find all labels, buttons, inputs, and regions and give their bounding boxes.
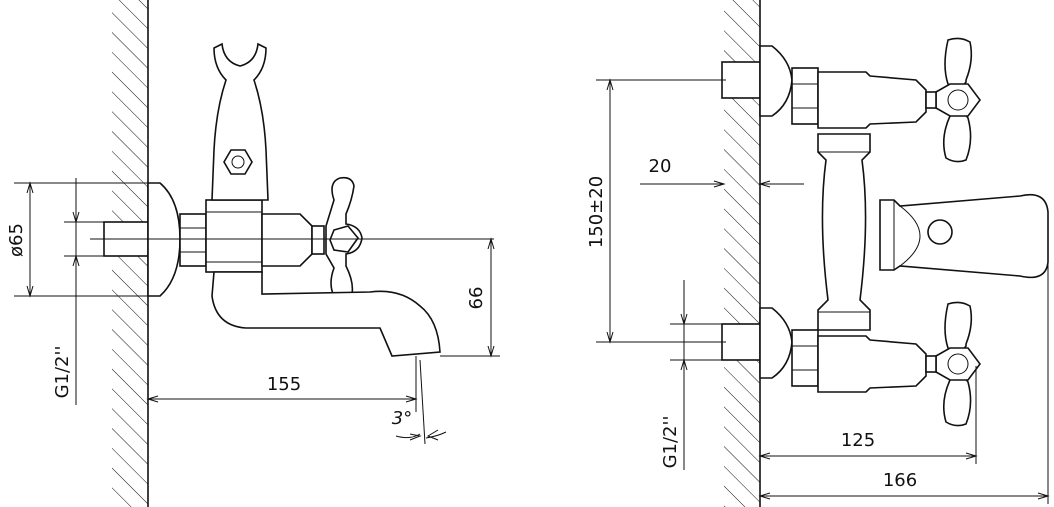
right-top-valve-body bbox=[817, 71, 927, 129]
diameter-label: ø65 bbox=[6, 223, 27, 257]
right-bottom-escutcheon bbox=[759, 307, 793, 379]
right-top-escutcheon bbox=[759, 45, 793, 117]
left-mixer-body bbox=[205, 199, 263, 273]
right-top-inlet bbox=[721, 61, 761, 99]
height-label: 66 bbox=[466, 287, 487, 310]
right-bottom-nut bbox=[791, 329, 819, 387]
right-bottom-valve-body bbox=[817, 335, 927, 393]
left-hex-nut bbox=[179, 213, 207, 267]
right-bottom-inlet bbox=[721, 323, 761, 361]
right-center-column bbox=[817, 133, 871, 331]
right-spout bbox=[879, 193, 1049, 279]
left-thread-label: G1/2'' bbox=[52, 346, 73, 399]
right-spout-bolt bbox=[927, 219, 953, 245]
left-spout bbox=[211, 271, 441, 357]
depth-total-label: 166 bbox=[883, 470, 917, 491]
left-valve-stem bbox=[261, 213, 313, 267]
length-label: 155 bbox=[267, 374, 301, 395]
right-bottom-cross-handle bbox=[925, 301, 981, 427]
left-view: ø65 G1/2'' 66 155 3° bbox=[6, 0, 500, 507]
angle-label: 3° bbox=[392, 408, 412, 429]
left-holder-bolt bbox=[223, 149, 253, 175]
center-distance-label: 150±20 bbox=[586, 176, 607, 248]
right-top-cross-handle bbox=[925, 37, 981, 163]
right-view: 150±20 20 G1/2'' 125 166 bbox=[586, 0, 1050, 507]
right-thread-label: G1/2'' bbox=[660, 416, 681, 469]
right-top-nut bbox=[791, 67, 819, 125]
offset-label: 20 bbox=[649, 156, 672, 177]
depth-handle-label: 125 bbox=[841, 430, 875, 451]
left-shower-holder bbox=[211, 42, 269, 201]
